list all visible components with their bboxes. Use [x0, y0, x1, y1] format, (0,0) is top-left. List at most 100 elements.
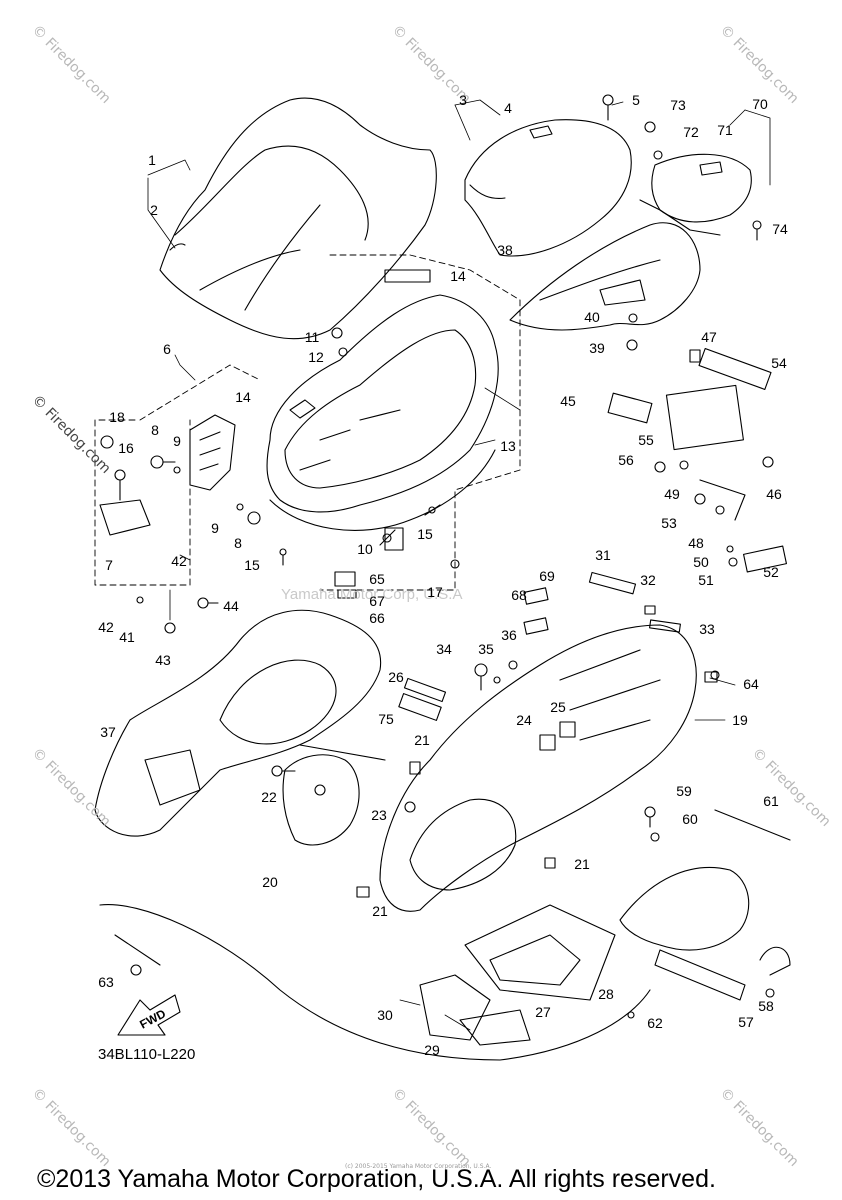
part-label: 23 [371, 807, 387, 823]
part-label: 31 [595, 547, 611, 563]
part-label: 40 [584, 309, 600, 325]
hinge-bracket [99, 435, 151, 536]
part-label: 56 [618, 452, 634, 468]
part-label: 24 [516, 712, 532, 728]
part-label: 2 [150, 202, 158, 218]
part-label: 46 [766, 486, 782, 502]
part-label: 4 [504, 100, 512, 116]
part-label: 6 [163, 341, 171, 357]
seat-cable [99, 903, 651, 1061]
part-label: 22 [261, 789, 277, 805]
part-label: 50 [693, 554, 709, 570]
part-label: 49 [664, 486, 680, 502]
part-label: 69 [539, 568, 555, 584]
part-label: 33 [699, 621, 715, 637]
part-label: 57 [738, 1014, 754, 1030]
part-label: 17 [427, 584, 443, 600]
latch-bracket [189, 414, 236, 491]
part-label: 21 [372, 903, 388, 919]
part-label: 8 [151, 422, 159, 438]
part-label: 30 [377, 1007, 393, 1023]
storage-box [266, 294, 499, 531]
part-label: 43 [155, 652, 171, 668]
part-label: 18 [109, 409, 125, 425]
part-label: 19 [732, 712, 748, 728]
part-label: 20 [262, 874, 278, 890]
part-label: 7 [105, 557, 113, 573]
seat-assembly [159, 97, 437, 340]
part-label: 37 [100, 724, 116, 740]
part-label: 68 [511, 587, 527, 603]
part-label: 1 [148, 152, 156, 168]
part-label: 45 [560, 393, 576, 409]
mount-plate [282, 744, 386, 846]
part-label: 9 [173, 433, 181, 449]
part-label: 72 [683, 124, 699, 140]
part-label: 15 [244, 557, 260, 573]
copyright-notice: ©2013 Yamaha Motor Corporation, U.S.A. A… [37, 1165, 716, 1193]
part-label: 61 [763, 793, 779, 809]
part-label: 48 [688, 535, 704, 551]
part-label: 62 [647, 1015, 663, 1031]
part-label: 8 [234, 535, 242, 551]
part-label: 41 [119, 629, 135, 645]
part-label: 14 [235, 389, 251, 405]
part-label: 64 [743, 676, 759, 692]
part-label: 73 [670, 97, 686, 113]
part-label: 14 [450, 268, 466, 284]
main-frame [379, 624, 697, 912]
part-label: 3 [459, 92, 467, 108]
forward-arrow [117, 994, 181, 1036]
part-label: 32 [640, 572, 656, 588]
part-label: 70 [752, 96, 768, 112]
part-label: 66 [369, 610, 385, 626]
rear-seat [464, 119, 632, 257]
right-side-hardware [619, 809, 791, 1001]
watermark-yamaha-corp: Yamaha Motor Corp, U.S.A [281, 586, 463, 603]
fasteners [130, 94, 787, 1019]
part-label: 15 [417, 526, 433, 542]
part-label: 36 [501, 627, 517, 643]
part-label: 74 [772, 221, 788, 237]
floor-mats [419, 904, 616, 1046]
part-label: 52 [763, 564, 779, 580]
part-label: 60 [682, 811, 698, 827]
part-label: 29 [424, 1042, 440, 1058]
fine-print: (c) 2005-2015 Yamaha Motor Corporation, … [345, 1163, 492, 1170]
part-label: 42 [171, 553, 187, 569]
part-label: 63 [98, 974, 114, 990]
part-label: 13 [500, 438, 516, 454]
part-label: 75 [378, 711, 394, 727]
part-label: 21 [414, 732, 430, 748]
part-label: 59 [676, 783, 692, 799]
part-label: 26 [388, 669, 404, 685]
part-label: 5 [632, 92, 640, 108]
part-label: 38 [497, 242, 513, 258]
part-label: 34 [436, 641, 452, 657]
part-label: 21 [574, 856, 590, 872]
part-label: 53 [661, 515, 677, 531]
leader-lines [147, 99, 771, 1031]
part-label: 9 [211, 520, 219, 536]
rear-grab-bar [509, 222, 701, 331]
tail-cover [639, 153, 752, 236]
part-label: 67 [369, 593, 385, 609]
part-label: 16 [118, 440, 134, 456]
part-label: 47 [701, 329, 717, 345]
part-label: 11 [304, 329, 320, 345]
part-label: 55 [638, 432, 654, 448]
grouping-lines [94, 254, 521, 591]
part-label: 71 [717, 122, 733, 138]
part-label: 58 [758, 998, 774, 1014]
part-label: 35 [478, 641, 494, 657]
part-label: 39 [589, 340, 605, 356]
part-label: 12 [308, 349, 324, 365]
part-label: 25 [550, 699, 566, 715]
part-label: 44 [223, 598, 239, 614]
part-label: 27 [535, 1004, 551, 1020]
part-label: 54 [771, 355, 787, 371]
part-label: 51 [698, 572, 714, 588]
part-label: 10 [357, 541, 373, 557]
front-inner-cover [94, 609, 382, 837]
